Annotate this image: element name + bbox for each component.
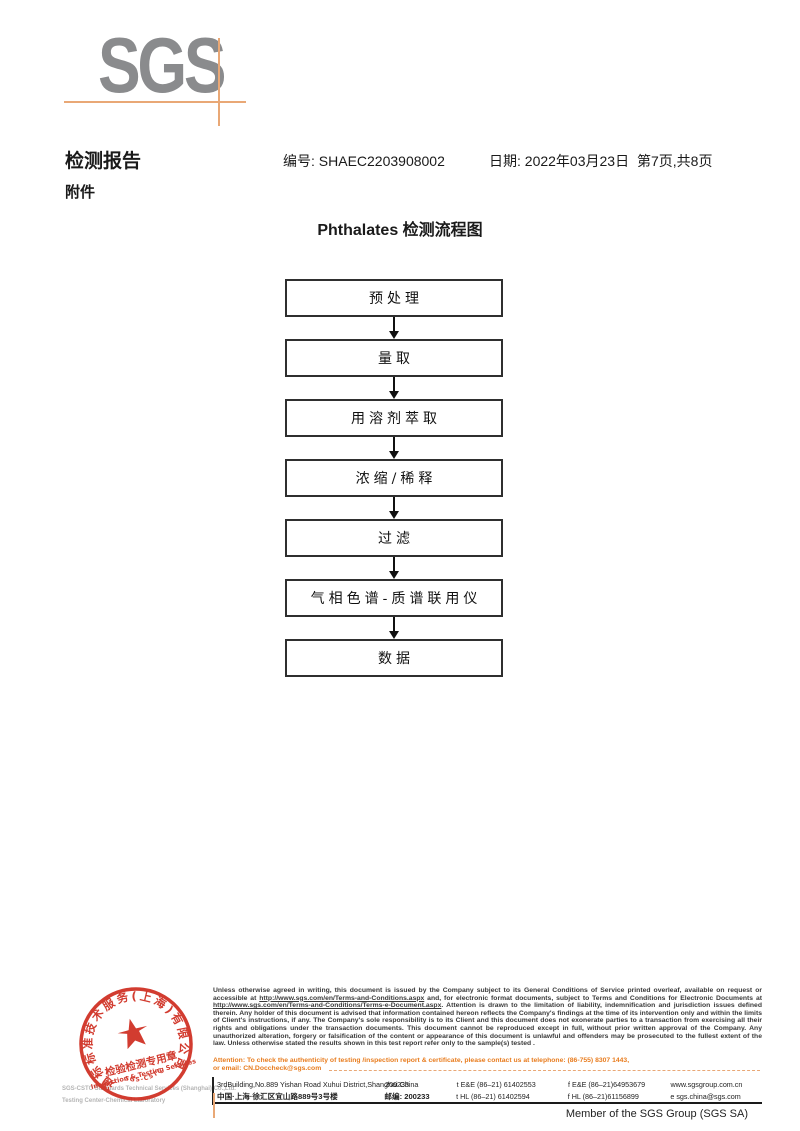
report-title: 检测报告 xyxy=(65,151,142,172)
terms-e-document-url: http://www.sgs.com/en/Terms-and-Conditio… xyxy=(213,1002,442,1010)
flowchart-step-pretreatment: 预处理 xyxy=(285,279,503,317)
footer-horizontal-line xyxy=(212,1102,762,1104)
company-name-block: SGS-CSTC Standards Technical Services (S… xyxy=(62,1083,247,1107)
logo-vertical-line xyxy=(218,38,220,126)
postal-code-cn: 邮编: 200233 xyxy=(384,1092,430,1101)
star-icon xyxy=(117,1018,148,1050)
flowchart-step-concentrate-dilute: 浓缩/稀释 xyxy=(285,459,503,497)
website: www.sgsgroup.com.cn xyxy=(670,1080,743,1089)
arrow-down-icon xyxy=(285,437,503,459)
flowchart-step-gcms: 气相色谱-质谱联用仪 xyxy=(285,579,503,617)
address-en: 3rdBuilding,No.889 Yishan Road Xuhui Dis… xyxy=(217,1080,419,1089)
address-block: 3rdBuilding,No.889 Yishan Road Xuhui Dis… xyxy=(212,1077,762,1105)
flowchart-step-solvent-extraction: 用溶剂萃取 xyxy=(285,399,503,437)
legal-text-3: . Attention is drawn to the limitation o… xyxy=(213,1002,762,1048)
legal-text-2: and, for electronic format documents, su… xyxy=(424,994,762,1002)
sgs-group-member-label: Member of the SGS Group (SGS SA) xyxy=(565,1108,748,1120)
footer-orange-tick xyxy=(213,1093,215,1118)
report-number: 编号: SHAEC2203908002 xyxy=(283,153,445,169)
email: e sgs.china@sgs.com xyxy=(670,1092,741,1101)
attention-notice: Attention: To check the authenticity of … xyxy=(213,1057,762,1073)
flowchart-title: Phthalates 检测流程图 xyxy=(317,222,483,239)
postal-code-en: 200233 xyxy=(385,1080,409,1089)
tel-hl: t HL (86–21) 61402594 xyxy=(456,1092,530,1101)
arrow-down-icon xyxy=(285,557,503,579)
tel-ee: t E&E (86–21) 61402553 xyxy=(456,1080,536,1089)
company-lab-name: Testing Center-Chemical Laboratory xyxy=(62,1098,166,1104)
fax-hl: f HL (86–21)61156899 xyxy=(567,1092,639,1101)
terms-conditions-url: http://www.sgs.com/en/Terms-and-Conditio… xyxy=(259,994,425,1002)
address-cn: 中国·上海·徐汇区宜山路889号3号楼 xyxy=(217,1092,338,1101)
stamp-ring xyxy=(79,987,193,1101)
dashed-separator-line xyxy=(329,1069,760,1071)
attention-line2: or email: CN.Doccheck@sgs.com xyxy=(213,1064,322,1072)
flowchart-step-filter: 过滤 xyxy=(285,519,503,557)
flowchart-step-measure: 量取 xyxy=(285,339,503,377)
sgs-logo-text: SGS xyxy=(98,21,227,109)
arrow-down-icon xyxy=(285,317,503,339)
report-date: 日期: 2022年03月23日 xyxy=(489,153,630,169)
attention-line1: Attention: To check the authenticity of … xyxy=(213,1057,630,1064)
legal-text-1: Unless otherwise agreed in writing, this… xyxy=(213,987,762,1002)
arrow-down-icon xyxy=(285,377,503,399)
legal-disclaimer: Unless otherwise agreed in writing, this… xyxy=(213,987,762,1048)
flowchart-step-data: 数据 xyxy=(285,639,503,677)
arrow-down-icon xyxy=(285,617,503,639)
logo-horizontal-line xyxy=(64,101,246,103)
red-seal-stamp: 通标标准技术服务(上海)有限公司 SGS-CSTC 检验检测专用章 Inspec… xyxy=(69,977,199,1101)
arrow-down-icon xyxy=(285,497,503,519)
page-indicator: 第7页,共8页 xyxy=(637,153,713,169)
company-name-en: SGS-CSTC Standards Technical Services (S… xyxy=(62,1086,236,1092)
flowchart: 预处理 量取 用溶剂萃取 浓缩/稀释 过滤 气相色谱-质谱联用仪 数据 xyxy=(285,279,503,677)
fax-ee: f E&E (86–21)64953679 xyxy=(568,1080,646,1089)
attachment-label: 附件 xyxy=(65,184,96,201)
